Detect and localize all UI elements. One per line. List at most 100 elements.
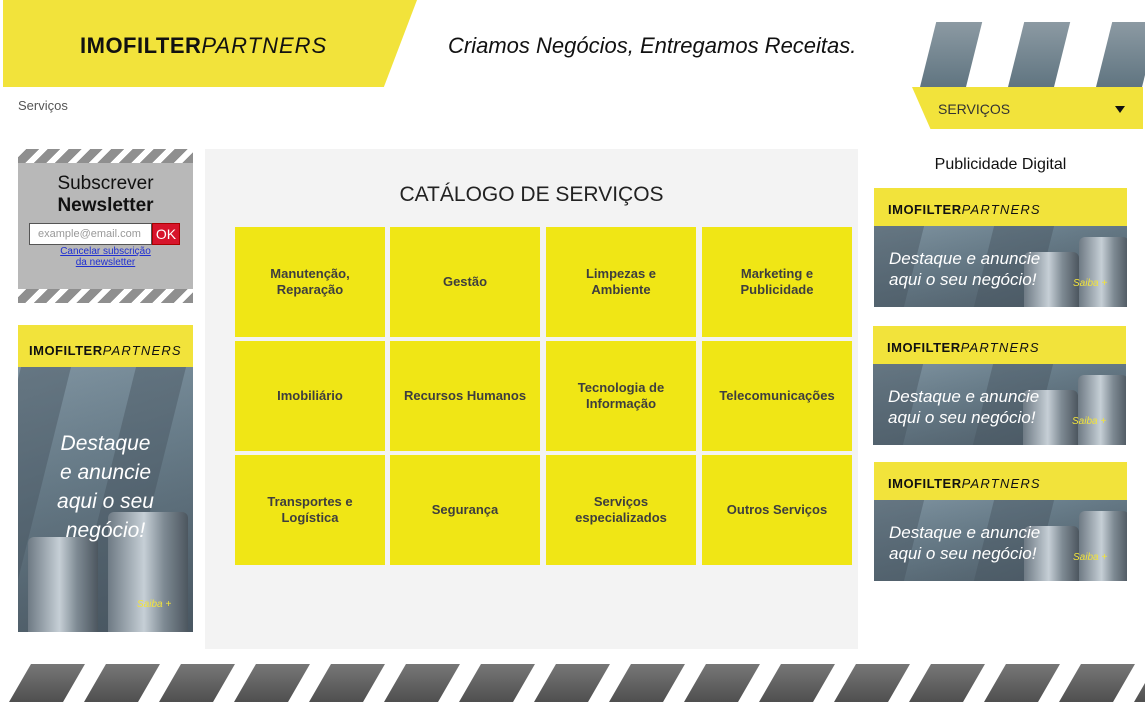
ad-headline: Destaque e anuncie aqui o seu negócio! — [18, 429, 193, 545]
decor-stripe — [1059, 664, 1135, 702]
catalog-title: CATÁLOGO DE SERVIÇOS — [399, 183, 664, 206]
ad-headline-line: aqui o seu negócio! — [889, 544, 1037, 563]
ad-image: Destaque e anuncie aqui o seu negócio! Sai… — [874, 500, 1127, 581]
service-tile-label: Imobiliário — [277, 388, 343, 404]
ad-logo-light: PARTNERS — [102, 343, 182, 358]
decor-stripe — [759, 664, 835, 702]
ad-logo-bold: IMOFILTER — [29, 343, 103, 358]
service-tile[interactable]: Manutenção,Reparação — [235, 227, 385, 337]
saiba-mais-link[interactable]: Saiba + — [1072, 416, 1107, 427]
header-logo-band — [3, 0, 417, 87]
ad-logo-light: PARTNERS — [960, 340, 1040, 355]
service-tile[interactable]: Gestão — [390, 227, 540, 337]
tank-image — [1079, 511, 1127, 581]
newsletter-title-line1: Subscrever — [57, 173, 154, 194]
ad-logo-bold: IMOFILTER — [888, 202, 962, 217]
decor-stripe — [384, 664, 460, 702]
service-tile-label-line: Imobiliário — [277, 388, 343, 403]
service-tile-label: Manutenção,Reparação — [270, 266, 349, 298]
site-logo[interactable]: IMOFILTERPARTNERS — [80, 33, 327, 59]
service-tile-label-line: Marketing e — [740, 266, 814, 281]
decor-stripe — [609, 664, 685, 702]
footer-decor-stripes — [0, 664, 1145, 702]
decor-stripe — [84, 664, 160, 702]
ad-headline-line: aqui o seu — [57, 490, 154, 513]
right-ad-banner[interactable]: IMOFILTERPARTNERS Destaque e anuncie aqui … — [874, 462, 1127, 581]
unsubscribe-line1: Cancelar subscrição — [60, 246, 151, 257]
ad-logo-light: PARTNERS — [961, 476, 1041, 491]
ad-headline-line: e anuncie — [59, 461, 152, 484]
newsletter-email-input[interactable] — [29, 223, 152, 245]
unsubscribe-line2: da newsletter — [75, 257, 136, 268]
advertising-title: Publicidade Digital — [934, 156, 1067, 173]
decor-stripe — [309, 664, 385, 702]
service-tile[interactable]: Imobiliário — [235, 341, 385, 451]
caret-down-icon — [1115, 106, 1125, 113]
saiba-mais-link[interactable]: Saiba + — [1073, 552, 1108, 563]
decor-stripe — [909, 664, 985, 702]
services-dropdown-label: SERVIÇOS — [938, 101, 1011, 117]
service-tile[interactable]: Telecomunicações — [702, 341, 852, 451]
left-ad-banner[interactable]: IMOFILTERPARTNERS Destaque e anuncie aqu… — [18, 325, 193, 632]
hatch-decor — [18, 149, 193, 163]
decor-stripe — [1095, 22, 1145, 88]
breadcrumb[interactable]: Serviços — [18, 98, 68, 113]
ad-logo-bold: IMOFILTER — [887, 340, 961, 355]
logo-bold: IMOFILTER — [80, 33, 202, 58]
decor-stripe — [534, 664, 610, 702]
services-dropdown[interactable]: SERVIÇOS — [912, 87, 1143, 129]
ad-headline-line: Destaque — [60, 432, 151, 455]
decor-stripe — [234, 664, 310, 702]
service-tile-label-line: especializados — [575, 510, 667, 525]
service-tile-label-line: Outros Serviços — [726, 502, 828, 517]
service-tile-label-line: Gestão — [442, 274, 488, 289]
unsubscribe-link[interactable]: Cancelar subscrição da newsletter — [18, 246, 193, 268]
ad-headline-line: negócio! — [65, 519, 146, 542]
saiba-mais-link[interactable]: Saiba + — [137, 599, 172, 610]
hatch-decor — [18, 289, 193, 303]
newsletter-ok-button[interactable]: OK — [152, 223, 180, 245]
ad-logo-light: PARTNERS — [961, 202, 1041, 217]
tank-image — [1078, 375, 1126, 445]
decor-stripe — [684, 664, 760, 702]
service-tile-label: Recursos Humanos — [404, 388, 526, 404]
service-tile-label: Gestão — [443, 274, 487, 290]
service-tile[interactable]: Outros Serviços — [702, 455, 852, 565]
newsletter-box: Subscrever Newsletter OK Cancelar subscr… — [18, 149, 193, 303]
service-tile-label-line: Recursos Humanos — [403, 388, 527, 403]
saiba-mais-link[interactable]: Saiba + — [1073, 278, 1108, 289]
decor-stripe — [459, 664, 535, 702]
ad-headline-line: Destaque e anuncie — [889, 523, 1041, 542]
ad-logo-bold: IMOFILTER — [888, 476, 962, 491]
service-tile-label-line: Informação — [585, 396, 657, 411]
service-tile[interactable]: Recursos Humanos — [390, 341, 540, 451]
decor-stripe — [984, 664, 1060, 702]
service-tile-label: Telecomunicações — [719, 388, 834, 404]
ad-logo: IMOFILTERPARTNERS — [887, 340, 1040, 355]
tank-image — [1079, 237, 1127, 307]
ad-headline-line: Destaque e anuncie — [889, 249, 1041, 268]
header-tagline: Criamos Negócios, Entregamos Receitas. — [448, 33, 857, 58]
service-tile-label-line: Serviços — [593, 494, 649, 509]
service-tile-label: Segurança — [432, 502, 498, 518]
ad-logo: IMOFILTERPARTNERS — [29, 343, 182, 358]
tank-image — [1023, 390, 1078, 445]
tank-image — [1024, 526, 1079, 581]
service-tile[interactable]: Segurança — [390, 455, 540, 565]
service-tile-label-line: Tecnologia de — [577, 380, 665, 395]
